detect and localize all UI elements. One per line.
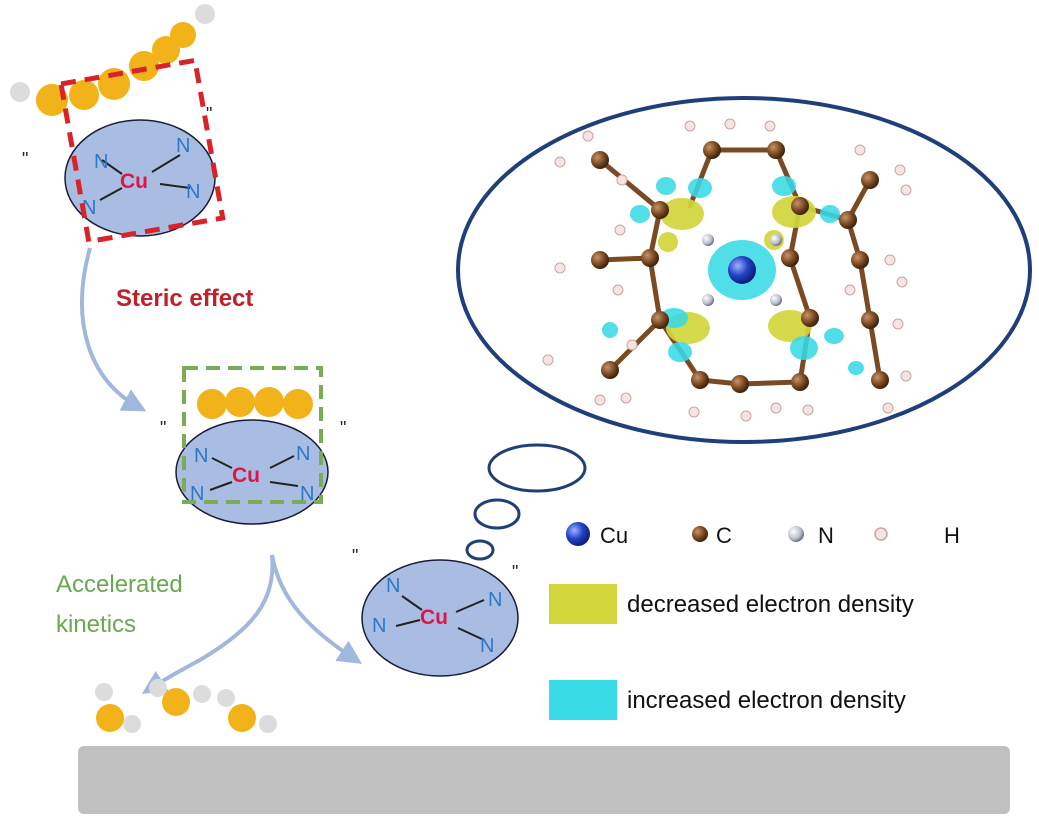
increased-density-lobes — [602, 176, 864, 375]
vibration-mark: " — [22, 149, 28, 169]
n-atom: N — [186, 181, 200, 203]
bonds-regenerated — [395, 595, 485, 641]
vibration-mark: " — [512, 562, 518, 582]
arrow-steric — [80, 247, 147, 412]
porphyrin-disc-regenerated — [361, 559, 519, 677]
n-atom: N — [480, 635, 494, 657]
h-atoms — [542, 118, 912, 422]
arrow-to-products — [141, 554, 275, 694]
vibration-mark: " — [340, 418, 346, 438]
adsorbate-chain-middle — [197, 387, 313, 419]
steric-box-red — [58, 57, 226, 245]
legend-n-swatch — [788, 526, 804, 542]
electrode-surface — [78, 746, 1010, 814]
bonds-top — [99, 154, 191, 201]
n-atom: N — [94, 151, 108, 173]
legend-h-swatch — [874, 527, 888, 541]
adsorbate-chain-top — [10, 4, 215, 116]
n-atom: N — [194, 445, 208, 467]
desorbed-products — [95, 679, 277, 733]
n-atom: N — [372, 615, 386, 637]
n-atom: N — [386, 575, 400, 597]
atom-legend: Cu C N H — [566, 522, 960, 548]
n-atom: N — [176, 135, 190, 157]
n-atom: N — [488, 589, 502, 611]
cu-label: Cu — [420, 606, 448, 629]
cu-label: Cu — [120, 170, 148, 193]
legend-c-label: C — [716, 523, 732, 548]
accelerated-label: Accelerated — [56, 571, 183, 598]
vibration-mark: " — [206, 104, 212, 124]
thought-bubbles — [465, 443, 587, 561]
bonds-middle — [209, 455, 299, 491]
steric-box-green — [182, 366, 323, 504]
n-atoms — [702, 234, 782, 306]
cu-atom — [728, 256, 756, 284]
legend-cu-swatch — [566, 522, 590, 546]
legend-h-label: H — [944, 523, 960, 548]
arrow-to-regenerated — [270, 554, 363, 664]
legend-c-swatch — [692, 526, 708, 542]
steric-effect-label: Steric effect — [116, 285, 253, 312]
legend-cu-label: Cu — [600, 523, 628, 548]
n-atom: N — [300, 483, 314, 505]
porphyrin-disc-top — [64, 119, 216, 237]
cu-label: Cu — [232, 464, 260, 487]
charge-density-model — [542, 118, 912, 422]
n-atom: N — [296, 443, 310, 465]
vibration-mark: " — [352, 546, 358, 566]
increased-density-label: increased electron density — [627, 687, 906, 714]
complex-regenerated: N N N N Cu " " — [352, 546, 519, 677]
kinetics-label: kinetics — [56, 611, 136, 638]
c-atoms — [591, 141, 889, 393]
decreased-density-swatch — [549, 584, 617, 624]
decreased-density-label: decreased electron density — [627, 591, 914, 618]
complex-top: N N N N Cu " " — [10, 4, 226, 245]
complex-middle: N N N N Cu " " — [160, 366, 346, 525]
n-atom: N — [190, 483, 204, 505]
vibration-mark: " — [160, 418, 166, 438]
increased-density-swatch — [549, 680, 617, 720]
porphyrin-disc-middle — [175, 419, 329, 525]
legend-n-label: N — [818, 523, 834, 548]
